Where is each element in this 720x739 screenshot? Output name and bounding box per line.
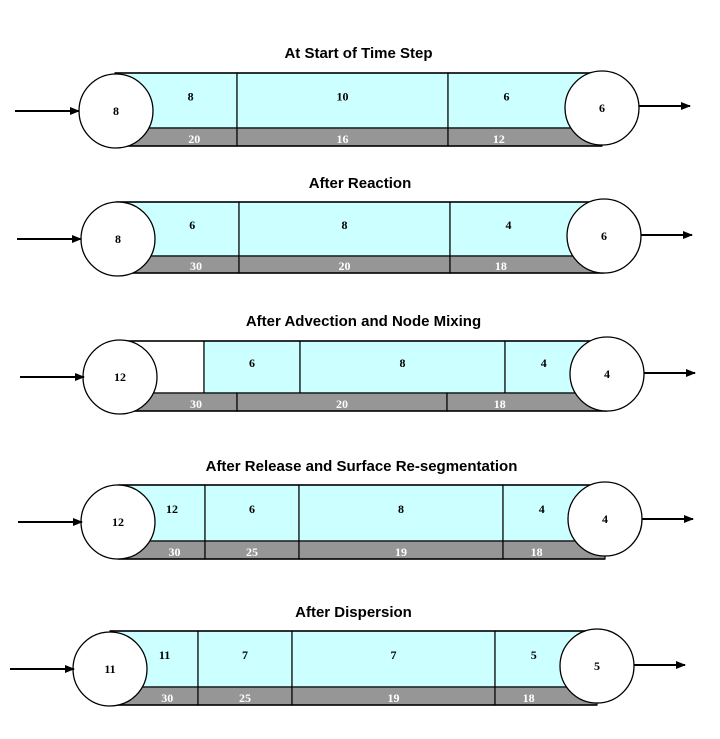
downstream-node-label: 6 xyxy=(599,101,605,115)
wall-concentration-label: 20 xyxy=(188,132,200,146)
wall-concentration-label: 16 xyxy=(337,132,349,146)
wall-concentration-label: 18 xyxy=(531,545,543,559)
bulk-segment xyxy=(204,484,300,542)
bulk-concentration-label: 4 xyxy=(539,502,545,516)
bulk-concentration-label: 4 xyxy=(506,218,512,232)
stage-title: After Reaction xyxy=(309,175,412,192)
bulk-concentration-label: 7 xyxy=(391,648,397,662)
stage-title: At Start of Time Step xyxy=(284,45,432,62)
downstream-node-label: 6 xyxy=(601,229,607,243)
bulk-concentration-label: 6 xyxy=(249,502,255,516)
bulk-concentration-label: 5 xyxy=(531,648,537,662)
stage-title: After Dispersion xyxy=(295,604,412,621)
bulk-concentration-label: 7 xyxy=(242,648,248,662)
wall-concentration-label: 30 xyxy=(190,397,202,411)
downstream-node-label: 4 xyxy=(604,367,610,381)
wall-concentration-label: 18 xyxy=(495,259,507,273)
bulk-segment xyxy=(236,72,449,129)
stage-5: After Dispersion 11 7 7 5 30 25 19 18 11 5 xyxy=(10,604,686,707)
bulk-concentration-label: 6 xyxy=(189,218,195,232)
downstream-node-label: 4 xyxy=(602,512,608,526)
upstream-node-label: 11 xyxy=(104,662,115,676)
bulk-concentration-label: 10 xyxy=(337,90,349,104)
stage-title: After Advection and Node Mixing xyxy=(246,313,481,330)
bulk-segment xyxy=(298,484,504,542)
downstream-node-label: 5 xyxy=(594,659,600,673)
wall-concentration-label: 30 xyxy=(190,259,202,273)
bulk-segment xyxy=(238,201,451,257)
wall-concentration-label: 20 xyxy=(336,397,348,411)
downstream-node xyxy=(564,70,640,146)
upstream-node-label: 12 xyxy=(112,515,124,529)
wall-concentration-label: 20 xyxy=(339,259,351,273)
bulk-concentration-label: 12 xyxy=(166,502,178,516)
wall-concentration-label: 12 xyxy=(493,132,505,146)
bulk-concentration-label: 8 xyxy=(342,218,348,232)
bulk-concentration-label: 6 xyxy=(249,356,255,370)
stage-4: After Release and Surface Re-segmentatio… xyxy=(18,458,694,560)
bulk-concentration-label: 8 xyxy=(398,502,404,516)
bulk-concentration-label: 4 xyxy=(541,356,547,370)
upstream-node-label: 8 xyxy=(115,232,121,246)
wall-concentration-label: 25 xyxy=(246,545,258,559)
stage-title: After Release and Surface Re-segmentatio… xyxy=(206,458,518,475)
stage-1: At Start of Time Step 8 10 6 20 16 12 8 6 xyxy=(15,45,691,149)
wall-concentration-label: 18 xyxy=(523,691,535,705)
upstream-node-label: 12 xyxy=(114,370,126,384)
wall-concentration-label: 30 xyxy=(161,691,173,705)
stage-3: After Advection and Node Mixing 6 8 4 30 20 18… xyxy=(20,313,696,415)
bulk-concentration-label: 8 xyxy=(400,356,406,370)
wall-concentration-label: 19 xyxy=(388,691,400,705)
stage-2: After Reaction 6 8 4 30 20 18 8 6 xyxy=(17,175,693,277)
bulk-concentration-label: 11 xyxy=(159,648,170,662)
wall-concentration-label: 18 xyxy=(494,397,506,411)
bulk-concentration-label: 6 xyxy=(504,90,510,104)
bulk-segment xyxy=(291,630,496,688)
bulk-concentration-label: 8 xyxy=(188,90,194,104)
wall-concentration-label: 19 xyxy=(395,545,407,559)
upstream-node-label: 8 xyxy=(113,104,119,118)
wall-concentration-label: 25 xyxy=(239,691,251,705)
wall-concentration-label: 30 xyxy=(169,545,181,559)
